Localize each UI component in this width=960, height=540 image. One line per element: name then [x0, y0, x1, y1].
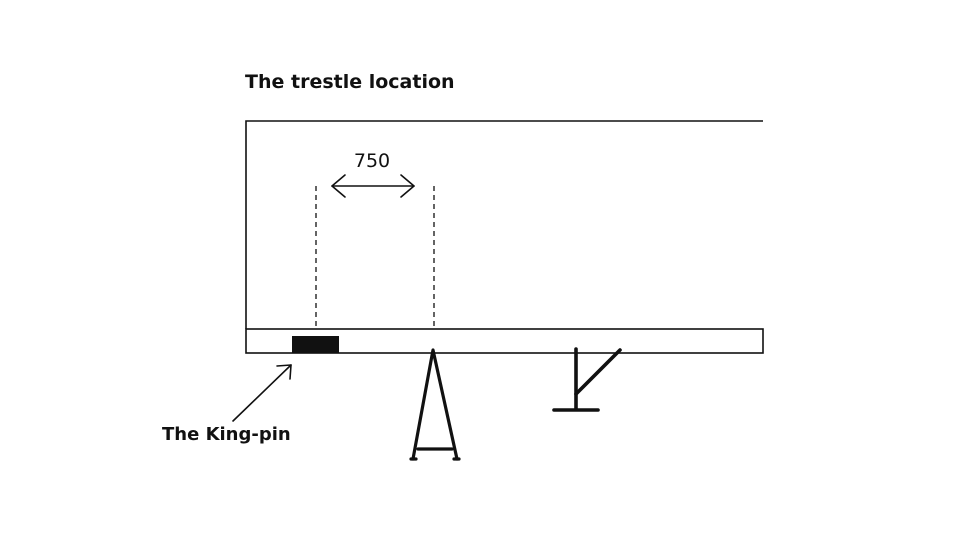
dimension-arrow — [331, 174, 415, 198]
trailer-body-outline — [245, 120, 763, 329]
landing-leg — [552, 347, 622, 412]
kingpin-pointer-arrow — [232, 364, 292, 422]
diagram-title: The trestle location — [245, 71, 455, 93]
dimension-label: 750 — [354, 150, 390, 172]
trestle-stand — [409, 348, 461, 461]
kingpin-block — [292, 336, 339, 353]
kingpin-label: The King-pin — [162, 424, 291, 445]
